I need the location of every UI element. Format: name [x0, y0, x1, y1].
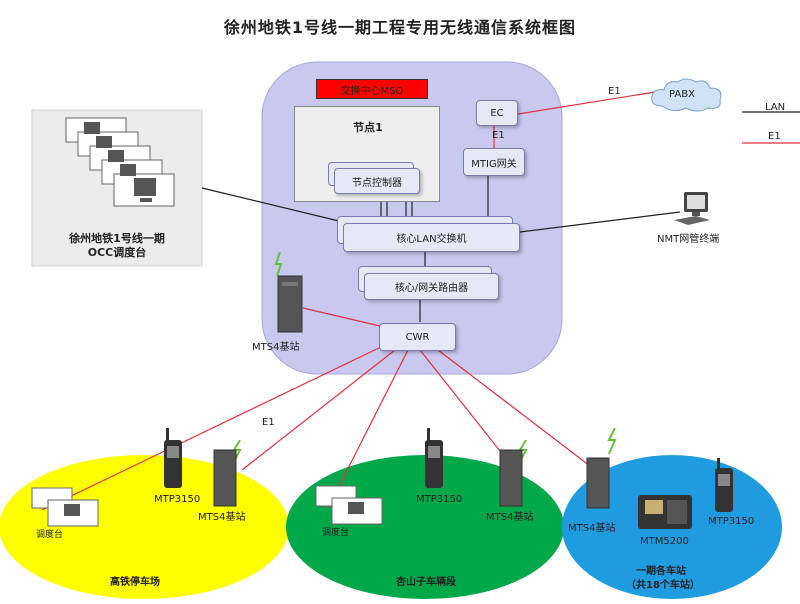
pabx-label: PABX [669, 89, 695, 100]
nmt-label: NMT网管终端 [657, 234, 720, 245]
occ-label-line1: 徐州地铁1号线一期 [69, 232, 165, 245]
xiangshan-bs-icon [499, 440, 528, 507]
legend-e1-label: E1 [768, 131, 781, 142]
switch-center-banner: 交换中心MSO [316, 79, 428, 99]
router-box: 核心/网关路由器 [364, 273, 499, 300]
gaotie-radio-icon [164, 428, 182, 488]
xiangshan-area-name: 杏山子车辆段 [396, 577, 456, 588]
e1-ec-mtig-label: E1 [492, 130, 505, 141]
xiangshan-console-label: 调度台 [322, 528, 350, 538]
node-controller-box: 节点控制器 [334, 168, 420, 194]
link-cwr-xiangshan-console [327, 349, 409, 509]
mtig-box: MTIG网关 [463, 148, 525, 176]
gaotie-bs-icon [213, 440, 242, 507]
cwr-label: CWR [405, 331, 430, 343]
link-lan-nmt [519, 211, 681, 233]
lan-switch-box: 核心LAN交换机 [343, 223, 520, 252]
stations-bs-label: MTS4基站 [568, 523, 616, 534]
link-ec-pabx [517, 91, 656, 115]
stations-area-name-line1: 一期各车站 [636, 566, 686, 577]
gaotie-console-label: 调度台 [36, 530, 64, 540]
xiangshan-terminal-label: MTP3150 [416, 494, 463, 505]
link-occ-lan [201, 187, 344, 223]
gaotie-console-icon [31, 487, 99, 527]
stations-mobile-label: MTM5200 [640, 536, 689, 547]
ec-label: EC [490, 107, 504, 119]
ec-box: EC [476, 100, 518, 126]
pabx-cloud-icon [651, 78, 722, 112]
nmt-computer-icon [674, 192, 710, 225]
gaotie-e1-label: E1 [262, 417, 275, 428]
mtig-label: MTIG网关 [471, 158, 517, 170]
mts4-base-station-icon [274, 252, 303, 333]
stations-bs-icon [586, 428, 617, 509]
gaotie-terminal-label: MTP3150 [154, 494, 201, 505]
diagram-title: 徐州地铁1号线一期工程专用无线通信系统框图 [223, 18, 577, 37]
occ-console-stack-icon [65, 117, 175, 207]
mts4-center-label: MTS4基站 [252, 342, 300, 353]
cwr-box: CWR [379, 323, 456, 351]
stations-radio-icon [715, 458, 733, 512]
xiangshan-console-icon [315, 485, 383, 525]
switch-center-label: 交换中心MSO [340, 85, 404, 97]
node-controller-label: 节点控制器 [352, 177, 402, 189]
xiangshan-radio-icon [425, 428, 443, 488]
router-label: 核心/网关路由器 [394, 283, 469, 294]
stations-mobile-radio-icon [638, 495, 692, 529]
link-cwr-gaotie-bs [241, 349, 396, 471]
link-cwr-stations-bs [437, 349, 591, 467]
link-cwr-gaotie-console [41, 345, 384, 511]
stations-area-name-line2: （共18个车站） [626, 580, 700, 591]
node1-label: 节点1 [353, 121, 383, 134]
lan-switch-label: 核心LAN交换机 [396, 234, 467, 245]
gaotie-bs-label: MTS4基站 [198, 512, 246, 523]
legend-lan-label: LAN [765, 102, 786, 113]
stations-terminal-label: MTP3150 [708, 516, 755, 527]
link-bs-cwr [302, 307, 381, 327]
e1-pabx-label: E1 [608, 86, 621, 97]
gaotie-area-name: 高铁停车场 [110, 577, 160, 588]
link-cwr-xiangshan-bs [419, 349, 516, 471]
xiangshan-bs-label: MTS4基站 [486, 512, 534, 523]
occ-label-line2: OCC调度台 [87, 246, 147, 259]
